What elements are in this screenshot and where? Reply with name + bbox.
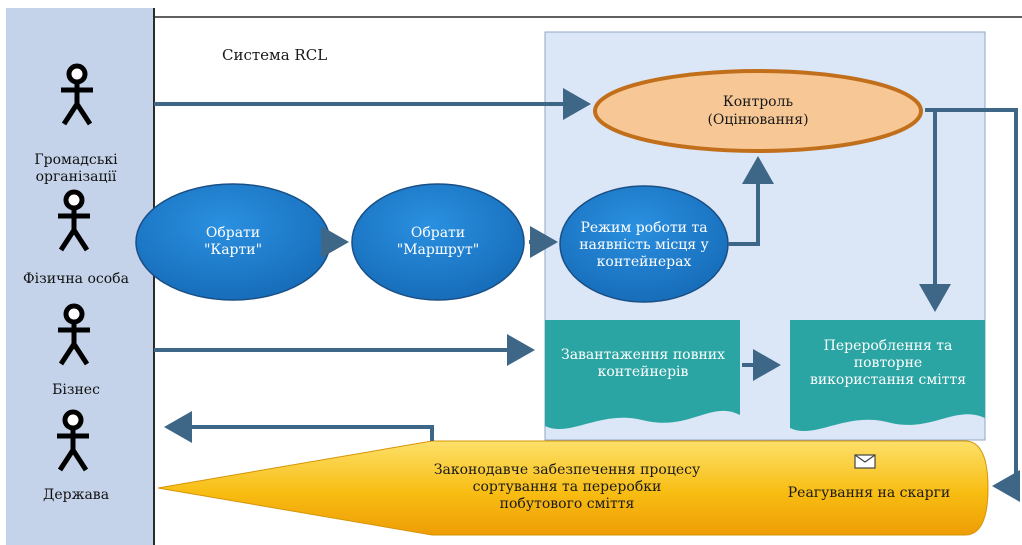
control-ellipse bbox=[593, 69, 923, 153]
recycling-label: Перероблення та повторне використання см… bbox=[809, 337, 967, 388]
actor-label-public-organizations: Громадські організації bbox=[34, 152, 118, 185]
recycling-document bbox=[790, 320, 985, 432]
person-icon bbox=[58, 189, 90, 252]
legislation-label: Законодавче забезпечення процесу сортува… bbox=[433, 461, 701, 512]
route-ellipse bbox=[351, 183, 525, 301]
legislation-shape bbox=[157, 440, 989, 536]
system-title: Система RCL bbox=[222, 45, 328, 64]
control-label-line2: (Оцінювання) bbox=[707, 111, 809, 128]
loading-document bbox=[545, 320, 740, 430]
cards-label: Обрати "Карти" bbox=[203, 225, 263, 258]
mode-label: Режим роботи та наявність місця у контей… bbox=[579, 219, 709, 270]
control-label-line1: Контроль bbox=[722, 93, 794, 110]
arrow-mode-control bbox=[728, 156, 774, 246]
person-icon bbox=[61, 63, 93, 126]
arrow-control-complaints bbox=[925, 108, 1020, 502]
actor-label-state: Держава bbox=[42, 487, 110, 503]
complaints-label: Реагування на скарги bbox=[787, 484, 951, 501]
arrow-to-actors bbox=[164, 411, 434, 443]
actor-label-individual: Фізична особа bbox=[23, 271, 129, 287]
person-icon bbox=[57, 409, 89, 472]
actor-label-business: Бізнес bbox=[52, 382, 100, 398]
envelope-icon bbox=[854, 454, 876, 469]
loading-label: Завантаження повних контейнерів bbox=[560, 347, 726, 380]
route-label: Обрати "Маршрут" bbox=[396, 225, 480, 258]
actor-panel bbox=[6, 8, 154, 545]
person-icon bbox=[58, 303, 90, 366]
